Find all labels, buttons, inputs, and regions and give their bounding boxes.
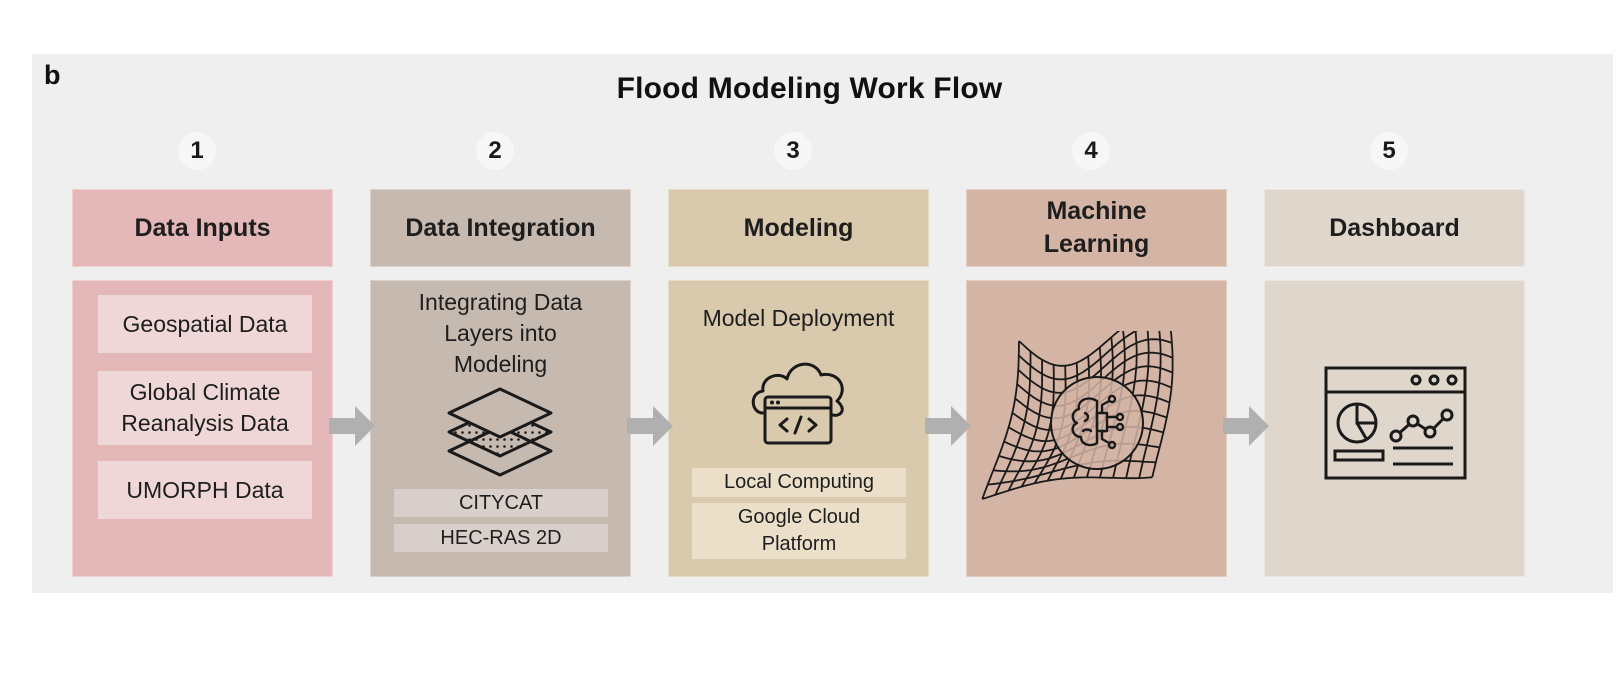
modeling-subtitle: Model Deployment — [702, 305, 895, 331]
ai-brain-mesh-icon — [981, 331, 1174, 500]
step-body-modeling: Model Deployment Local Computing Google … — [668, 280, 929, 577]
step-number-1: 1 — [178, 132, 216, 170]
mesh-line — [1018, 331, 1138, 381]
step-number-5: 5 — [1370, 132, 1408, 170]
arrow-right-icon — [329, 406, 375, 446]
step-number-2: 2 — [476, 132, 514, 170]
input-item-climate-reanalysis: Global Climate Reanalysis Data — [98, 371, 312, 445]
input-item-geospatial: Geospatial Data — [98, 295, 312, 353]
layers-icon — [447, 387, 553, 477]
arrow-right-icon — [925, 406, 971, 446]
mesh-line — [1020, 364, 1055, 488]
mesh-line — [994, 351, 1032, 496]
step-body-data-inputs: Geospatial Data Global Climate Reanalysi… — [72, 280, 333, 577]
mesh-line — [987, 459, 1156, 486]
deploy-tag-google-cloud: Google Cloud Platform — [692, 503, 906, 559]
step-heading-data-inputs: Data Inputs — [72, 189, 333, 267]
arrow-right-icon — [1223, 406, 1269, 446]
deploy-tag-local-computing: Local Computing — [692, 468, 906, 497]
mesh-line — [1017, 338, 1173, 394]
mesh-line — [1138, 331, 1162, 479]
input-item-umorph: UMORPH Data — [98, 461, 312, 519]
diagram-title: Flood Modeling Work Flow — [616, 72, 1003, 105]
mesh-line — [1018, 331, 1121, 367]
step-body-machine-learning — [966, 280, 1227, 577]
step-heading-modeling: Modeling — [668, 189, 929, 267]
arrow-right-icon — [627, 406, 673, 446]
step-heading-dashboard: Dashboard — [1264, 189, 1525, 267]
step-heading-data-integration: Data Integration — [370, 189, 631, 267]
step-number-3: 3 — [774, 132, 812, 170]
dashboard-icon — [1324, 366, 1467, 480]
mesh-line — [982, 476, 1153, 500]
mesh-line — [1007, 359, 1043, 492]
integration-subtitle: Integrating Data Layers into Modeling — [418, 289, 583, 377]
step-body-data-integration: Integrating Data Layers into Modeling CI… — [370, 280, 631, 577]
tool-tag-hec-ras: HEC-RAS 2D — [394, 524, 608, 552]
mesh-line — [1151, 331, 1174, 478]
step-heading-machine-learning: Machine Learning — [966, 189, 1227, 267]
tool-tag-citycat: CITYCAT — [394, 489, 608, 517]
panel-label: b — [44, 60, 61, 90]
cloud-code-icon — [751, 362, 844, 445]
mesh-line — [981, 340, 1020, 500]
step-number-4: 4 — [1072, 132, 1110, 170]
step-body-dashboard — [1264, 280, 1525, 577]
